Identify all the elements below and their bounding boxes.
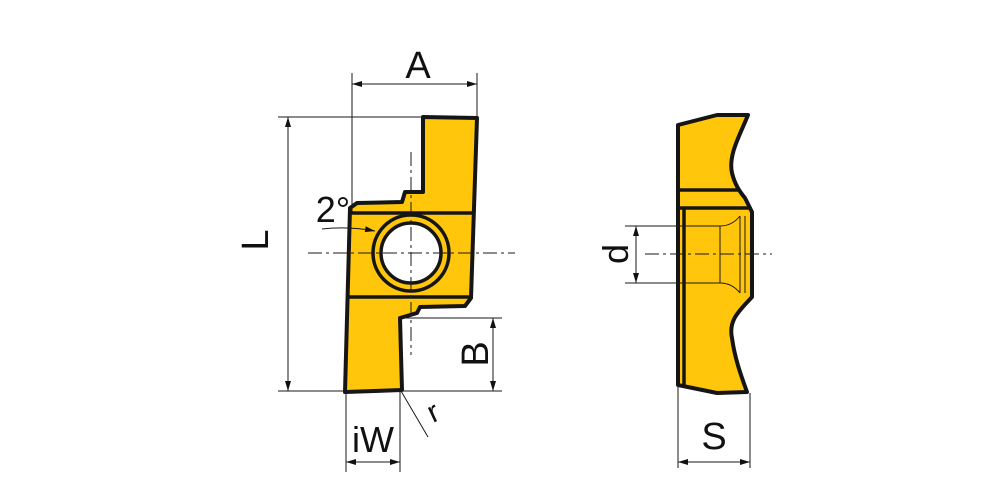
label-iw: iW (352, 419, 394, 460)
radius-leader (400, 390, 429, 438)
label-d: d (595, 244, 636, 264)
label-s: S (701, 416, 726, 458)
label-r: r (422, 395, 445, 429)
front-view: A L 2° B iW r (235, 45, 515, 472)
label-angle: 2° (316, 189, 350, 230)
label-l: L (235, 229, 277, 250)
label-a: A (405, 45, 431, 87)
label-b: B (455, 341, 497, 366)
side-view: d S (595, 113, 772, 468)
angle-arc (321, 226, 376, 233)
